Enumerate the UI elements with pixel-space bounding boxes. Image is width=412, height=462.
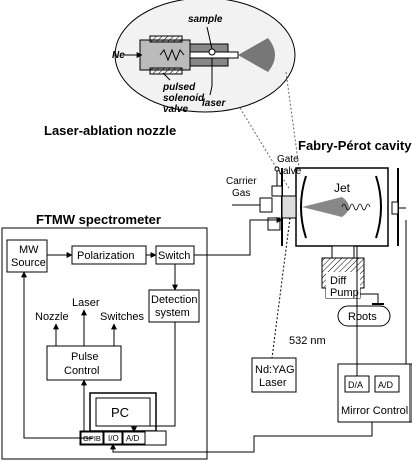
jet-label: Jet [334,181,351,195]
roots-connection [360,293,379,304]
pulse-control-label-1: Pulse [71,351,99,363]
mw-source-label-1: MW [19,244,39,256]
antenna-right [391,201,399,215]
cavity-title: Fabry-Pérot cavity [298,138,412,153]
mirror-da-label: D/A [348,380,363,390]
mirror-control-frame [337,363,411,423]
laser-pointer [209,85,213,96]
detection-label-1: Detection [151,294,197,306]
laser-output-label: Laser [72,297,100,309]
ftmw-title: FTMW spectrometer [36,212,161,227]
diff-pump-label-1: Diff [330,275,347,287]
laser-beam-path [271,217,291,359]
roots-pump [337,305,391,327]
switch-to-cavity [194,217,283,256]
wavelength-label: 532 nm [289,335,326,347]
gate-valve-body [271,185,283,197]
detection-label-2: system [155,307,190,319]
roots-label: Roots [348,311,377,323]
gate-valve-label-2: valve [278,166,302,177]
mirror-ad-label: A/D [378,380,394,390]
detection-box[interactable] [148,289,200,323]
jet-plume [302,197,349,217]
nozzle-mount [281,195,297,219]
io-label: I/O [108,434,119,443]
nozzle-inset: sample Ne pulsed solenoid valve laser La… [44,0,303,191]
pc-screen [95,397,151,427]
valve-label-1: pulsed [162,82,196,93]
valve-coil-bottom [149,67,183,75]
ndyag-label-1: Nd:YAG [255,364,295,376]
polarization-label: Polarization [77,250,134,262]
pump-neck [331,245,355,259]
mirror-control-title: Mirror Control [341,405,408,417]
valve-driver-box [259,197,273,213]
gate-valve-knob [274,166,280,172]
sample-pointer [206,26,213,50]
laser-inset-label: laser [202,98,226,109]
gpib-to-mw [21,271,92,439]
nozzle-output-label: Nozzle [35,311,69,323]
valve-label-2: solenoid [163,93,205,104]
mirror-left [300,175,307,239]
ndyag-label-2: Laser [259,377,287,389]
sample-label: sample [188,14,223,25]
expansion-plume [238,38,275,72]
mw-source-label-2: Source [11,257,46,269]
nozzle-inset-title: Laser-ablation nozzle [44,123,176,138]
diff-pump-label-bg [326,272,360,298]
mirror-ad-port[interactable] [374,375,400,393]
mirror-cable-to-pc [254,422,373,437]
ftmw-spectrometer: FTMW spectrometer MW Source Polarization… [1,212,372,460]
pc-to-mirror-control [110,435,372,453]
pulse-control-label-2: Control [64,365,99,377]
valve-spring [159,48,185,62]
ftmw-frame [1,227,208,460]
detection-to-ad [131,322,176,433]
diff-pump-label-2: Pump [330,287,359,299]
mw-source-box[interactable] [6,239,48,273]
switch-label: Switch [158,250,190,262]
carrier-gas-label-1: Carrier [226,176,257,187]
ad-label: A/D [126,434,140,443]
switches-output-label: Switches [100,311,145,323]
ne-label: Ne [112,50,125,61]
valve-body [139,39,191,71]
gate-valve-label-1: Gate [277,154,299,165]
mirror-control: D/A A/D Mirror Control [254,220,412,437]
carrier-gas-label-2: Gas [232,188,250,199]
valve-pointer [162,72,171,81]
pc-label: PC [111,405,129,420]
mw-field-waves [341,203,371,211]
mirror-right [375,175,382,239]
fabry-perot-cavity: Fabry-Pérot cavity Jet Carrier Gas Gate … [226,138,412,393]
valve-label-3: valve [163,104,188,115]
ndyag-laser[interactable] [251,357,297,393]
sample-rod [208,48,216,56]
pulse-control-box[interactable] [46,345,122,381]
valve-coil-top [149,35,183,43]
